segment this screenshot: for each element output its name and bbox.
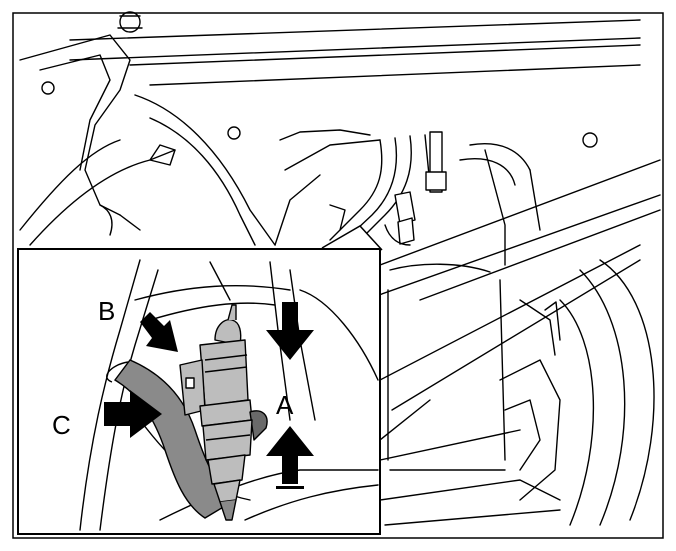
label-c: C <box>52 410 71 440</box>
label-a: A <box>276 390 294 420</box>
arrow-a-top <box>266 302 314 360</box>
electrical-connector <box>179 304 268 521</box>
background-linework <box>19 11 661 526</box>
mount-hole-left <box>41 81 55 95</box>
arrow-c <box>104 390 162 438</box>
mount-hole-right <box>582 132 598 148</box>
callout-pointer <box>321 225 383 251</box>
connector-clip <box>249 410 268 441</box>
label-b: B <box>98 296 115 326</box>
detail-inset: B C A <box>17 248 381 535</box>
arrow-b <box>140 312 178 352</box>
arrow-a-bottom <box>266 426 314 484</box>
mount-hole-middle <box>227 126 241 140</box>
